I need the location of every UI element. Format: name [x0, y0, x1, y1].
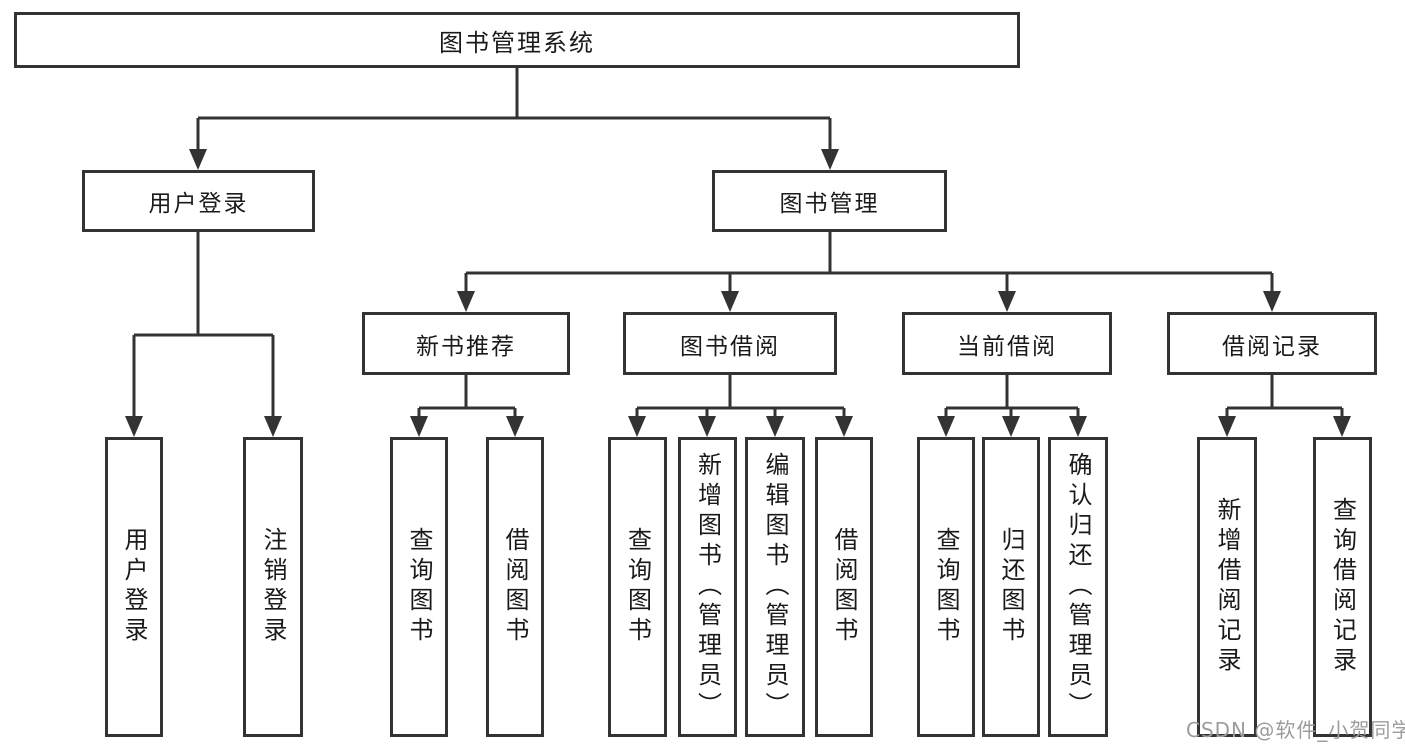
leaf-borrow-book-label: 借阅图书 [830, 527, 858, 647]
leaf-add-record: 新增借阅记录 [1197, 437, 1257, 737]
leaf-current-query: 查询图书 [917, 437, 975, 737]
arrowhead-icon [1002, 416, 1020, 437]
leaf-user-login-label: 用户登录 [120, 527, 148, 647]
arrowhead-icon [766, 416, 784, 437]
node-new-book-recommend: 新书推荐 [362, 312, 570, 375]
watermark: CSDN @软件_小贺同学 [1186, 718, 1405, 742]
leaf-borrow-edit-book-label: 编辑图书（管理员） [761, 452, 789, 722]
leaf-newbook-borrow-label: 借阅图书 [501, 527, 529, 647]
leaf-borrow-query-label: 查询图书 [623, 527, 652, 647]
leaf-borrow-book: 借阅图书 [815, 437, 873, 737]
arrowhead-icon [457, 291, 475, 312]
node-book-management: 图书管理 [712, 170, 947, 232]
arrowhead-icon [1218, 416, 1236, 437]
node-borrow-records-label: 借阅记录 [1222, 333, 1322, 360]
node-current-borrow: 当前借阅 [902, 312, 1112, 375]
leaf-newbook-borrow: 借阅图书 [486, 437, 544, 737]
arrowhead-icon [1333, 416, 1351, 437]
arrowhead-icon [835, 416, 853, 437]
leaf-borrow-query: 查询图书 [608, 437, 667, 737]
arrowhead-icon [698, 416, 716, 437]
node-root: 图书管理系统 [14, 12, 1020, 68]
leaf-user-login: 用户登录 [105, 437, 163, 737]
arrowhead-icon [998, 291, 1016, 312]
node-current-borrow-label: 当前借阅 [957, 333, 1057, 360]
arrowhead-icon [1263, 291, 1281, 312]
leaf-borrow-add-book: 新增图书（管理员） [678, 437, 737, 737]
node-book-management-label: 图书管理 [779, 191, 880, 217]
leaf-confirm-return: 确认归还（管理员） [1048, 437, 1108, 737]
leaf-logout-label: 注销登录 [259, 527, 287, 647]
leaf-newbook-query: 查询图书 [390, 437, 448, 737]
leaf-query-record-label: 查询借阅记录 [1328, 497, 1357, 677]
leaf-confirm-return-label: 确认归还（管理员） [1064, 452, 1092, 722]
node-book-borrow-label: 图书借阅 [680, 333, 780, 360]
arrowhead-icons [125, 149, 1351, 437]
leaf-current-query-label: 查询图书 [932, 527, 960, 647]
leaf-query-record: 查询借阅记录 [1313, 437, 1372, 737]
arrowhead-icon [506, 416, 524, 437]
leaf-add-record-label: 新增借阅记录 [1213, 497, 1241, 677]
node-user-login-label: 用户登录 [148, 191, 249, 217]
arrowhead-icon [410, 416, 428, 437]
leaf-newbook-query-label: 查询图书 [405, 527, 433, 647]
arrowhead-icon [721, 291, 739, 312]
leaf-return-book: 归还图书 [982, 437, 1040, 737]
node-new-book-recommend-label: 新书推荐 [416, 333, 516, 360]
arrowhead-icon [937, 416, 955, 437]
arrowhead-icon [1069, 416, 1087, 437]
node-borrow-records: 借阅记录 [1167, 312, 1377, 375]
arrowhead-icon [264, 416, 282, 437]
arrowhead-icon [125, 416, 143, 437]
leaf-borrow-edit-book: 编辑图书（管理员） [745, 437, 805, 737]
arrowhead-icon [821, 149, 839, 170]
node-root-label: 图书管理系统 [439, 28, 595, 57]
node-book-borrow: 图书借阅 [623, 312, 837, 375]
leaf-borrow-add-book-label: 新增图书（管理员） [693, 452, 722, 722]
node-user-login: 用户登录 [82, 170, 315, 232]
leaf-return-book-label: 归还图书 [997, 527, 1025, 647]
leaf-logout: 注销登录 [243, 437, 303, 737]
tree-edges [132, 68, 1344, 420]
arrowhead-icon [628, 416, 646, 437]
arrowhead-icon [189, 149, 207, 170]
